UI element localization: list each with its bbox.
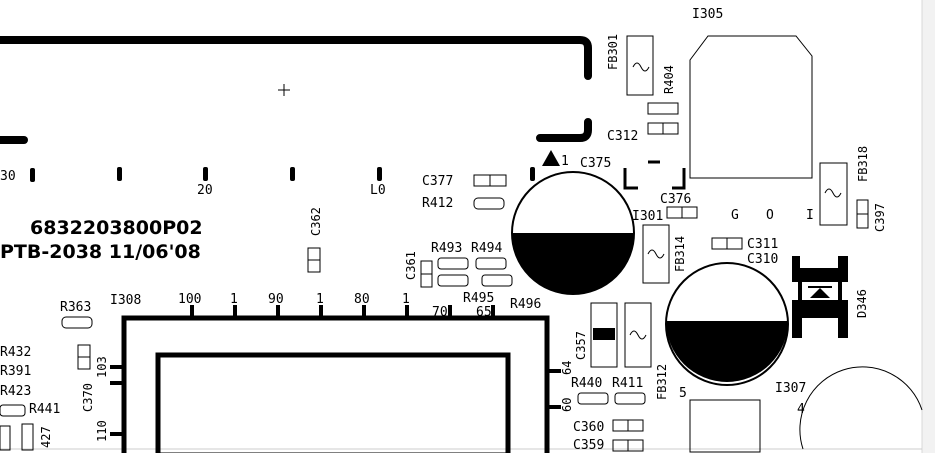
ic-pin-label-100: 100 [178, 292, 201, 307]
board-date-code: PTB-2038 11/06'08 [0, 241, 201, 263]
upper-connector-pads [30, 167, 535, 182]
ic-pin-label-90: 90 [268, 292, 284, 307]
ic-pin-label-1b: 1 [316, 292, 324, 307]
res-r423 [0, 404, 26, 417]
ref-r432: R432 [0, 345, 31, 360]
cap-c357 [590, 302, 618, 368]
board-outline-trace-right [536, 118, 592, 142]
res-r363 [61, 316, 93, 329]
electrolytic-cap-c375 [511, 171, 635, 295]
gate-label-i: I [806, 208, 814, 223]
ref-r391: R391 [0, 364, 31, 379]
pin-label-4: 4 [797, 402, 805, 417]
res-r411 [614, 392, 646, 405]
gate-label-g: G [731, 208, 739, 223]
ref-r495: R495 [463, 291, 494, 306]
ref-r494: R494 [471, 241, 502, 256]
res-r493 [437, 257, 469, 270]
ref-r404: R404 [662, 65, 676, 94]
ic-i308-outline [121, 315, 550, 458]
ic-pin-label-1c: 1 [402, 292, 410, 307]
ref-fb301: FB301 [606, 34, 620, 70]
res-r496 [481, 274, 513, 287]
res-r495 [437, 274, 469, 287]
res-left-edge [0, 425, 11, 451]
electrolytic-cap-c310 [665, 262, 789, 386]
ref-c370: C370 [81, 383, 95, 412]
ic-pin-label-80: 80 [354, 292, 370, 307]
ref-c311: C311 [747, 237, 778, 252]
ref-c376: C376 [660, 192, 691, 207]
ferrite-fb312 [624, 302, 652, 368]
ic-pin-label-65: 65 [476, 305, 492, 320]
ref-r440: R440 [571, 376, 602, 391]
upper-pin-label-20: 20 [197, 183, 213, 198]
ref-r411: R411 [612, 376, 643, 391]
panel-edge [922, 0, 935, 453]
ref-c377: C377 [422, 174, 453, 189]
ref-c362: C362 [309, 207, 323, 236]
ic-pin-label-103: 103 [95, 356, 109, 378]
res-r494 [475, 257, 507, 270]
res-r412 [473, 197, 505, 210]
upper-pin-label-30: 30 [0, 169, 16, 184]
ref-c375: C375 [580, 156, 611, 171]
ref-c359: C359 [573, 438, 604, 453]
ref-fb318: FB318 [856, 146, 870, 182]
ref-r412: R412 [422, 196, 453, 211]
board-part-number: 6832203800P02 [30, 217, 203, 239]
ref-d346: D346 [855, 289, 869, 318]
res-r427 [21, 423, 34, 451]
ic-i307-outline [799, 366, 923, 450]
ref-fb314: FB314 [673, 236, 687, 272]
res-r404 [647, 102, 679, 115]
ref-i301: I301 [632, 209, 663, 224]
pin-label-5: 5 [679, 386, 687, 401]
ic-i305-outline [689, 35, 813, 179]
ferrite-fb314 [642, 224, 670, 284]
ref-c357: C357 [574, 331, 588, 360]
ic-pin-label-70: 70 [432, 305, 448, 320]
ic-i307-body [689, 399, 761, 453]
diode-d346 [792, 256, 848, 338]
pin1-marker-triangle [542, 150, 560, 166]
ref-r493: R493 [431, 241, 462, 256]
ic-pin-label-1a: 1 [230, 292, 238, 307]
ref-r363: R363 [60, 300, 91, 315]
ref-fb312: FB312 [655, 364, 669, 400]
upper-pin-label-10: L0 [370, 183, 386, 198]
ref-r441: R441 [29, 402, 60, 417]
ref-c361: C361 [404, 251, 418, 280]
gate-label-o: O [766, 208, 774, 223]
board-outline-trace [0, 36, 592, 80]
ferrite-fb318 [819, 162, 848, 226]
ref-i308: I308 [110, 293, 141, 308]
ic-pin-label-60: 60 [560, 398, 574, 412]
ref-i307: I307 [775, 381, 806, 396]
ic-i308-pin-ticks [110, 305, 561, 436]
ref-c397: C397 [873, 203, 887, 232]
res-r440 [577, 392, 609, 405]
ref-c312: C312 [607, 129, 638, 144]
ic-pin-label-64: 64 [560, 361, 574, 375]
fiducial-crosshair [278, 84, 290, 96]
ref-c360: C360 [573, 420, 604, 435]
ferrite-fb301 [626, 35, 654, 96]
ref-r427: 427 [39, 426, 53, 448]
ic-pin-label-110: 110 [95, 420, 109, 442]
ref-r496: R496 [510, 297, 541, 312]
transistor-outline [623, 160, 686, 190]
ref-c310: C310 [747, 252, 778, 267]
pin1-label: 1 [561, 154, 569, 169]
ref-r423: R423 [0, 384, 31, 399]
ref-i305: I305 [692, 7, 723, 22]
